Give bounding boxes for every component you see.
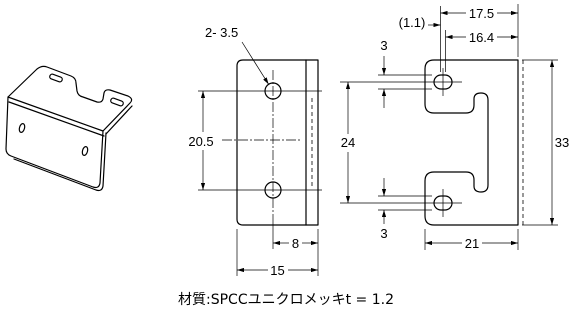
flange-width-label: 15 bbox=[270, 263, 284, 278]
hole-callout-leader bbox=[241, 41, 269, 85]
iso-bend-line bbox=[8, 101, 105, 137]
overall-width-label: 21 bbox=[465, 236, 479, 251]
front-view-outline bbox=[236, 59, 319, 226]
slot-offset-dimension: (1.1) bbox=[399, 15, 441, 30]
iso-slot-right bbox=[110, 97, 124, 107]
slot-far-end-label: 17.5 bbox=[469, 6, 494, 21]
hole-to-edge-dimension: 8 bbox=[272, 236, 319, 251]
iso-vertical-face-thickness bbox=[13, 132, 107, 192]
iso-vertical-face bbox=[5, 96, 104, 189]
iso-top-face bbox=[7, 65, 133, 132]
overall-height-dimension: 33 bbox=[522, 59, 569, 226]
flange-width-dimension: 15 bbox=[237, 263, 319, 278]
slot-width-upper-dimension: 3 bbox=[378, 38, 432, 108]
slot-pitch-label: 24 bbox=[341, 135, 355, 150]
slot-pitch-dimension: 24 bbox=[341, 81, 355, 203]
slot-near-end-dimension: 16.4 bbox=[445, 30, 518, 45]
slot-far-end-dimension: 17.5 bbox=[440, 6, 518, 21]
slot-near-end-label: 16.4 bbox=[469, 30, 494, 45]
slot-width-lower-dimension: 3 bbox=[378, 178, 432, 241]
iso-top-face-thickness bbox=[105, 105, 133, 135]
slot-width-lower-label: 3 bbox=[380, 226, 387, 241]
side-view: 17.5 (1.1) 16.4 3 3 bbox=[340, 4, 569, 251]
slot-width-upper-label: 3 bbox=[380, 38, 387, 53]
side-view-outline bbox=[424, 59, 519, 226]
hole-to-edge-label: 8 bbox=[292, 236, 299, 251]
iso-hole-right bbox=[81, 146, 89, 156]
front-view: 2- 3.5 20.5 8 15 bbox=[188, 25, 322, 278]
isometric-view bbox=[5, 65, 133, 192]
hole-pitch-label: 20.5 bbox=[188, 134, 213, 149]
hole-callout-label: 2- 3.5 bbox=[205, 25, 238, 40]
material-note: 材質:SPCCユニクロメッキt = 1.2 bbox=[178, 292, 394, 308]
overall-height-label: 33 bbox=[555, 135, 569, 150]
slot-offset-label: (1.1) bbox=[399, 15, 426, 30]
iso-hole-left bbox=[18, 123, 26, 133]
overall-width-dimension: 21 bbox=[424, 229, 519, 251]
iso-slot-left bbox=[49, 73, 63, 83]
hole-pitch-dimension: 20.5 bbox=[188, 90, 214, 190]
